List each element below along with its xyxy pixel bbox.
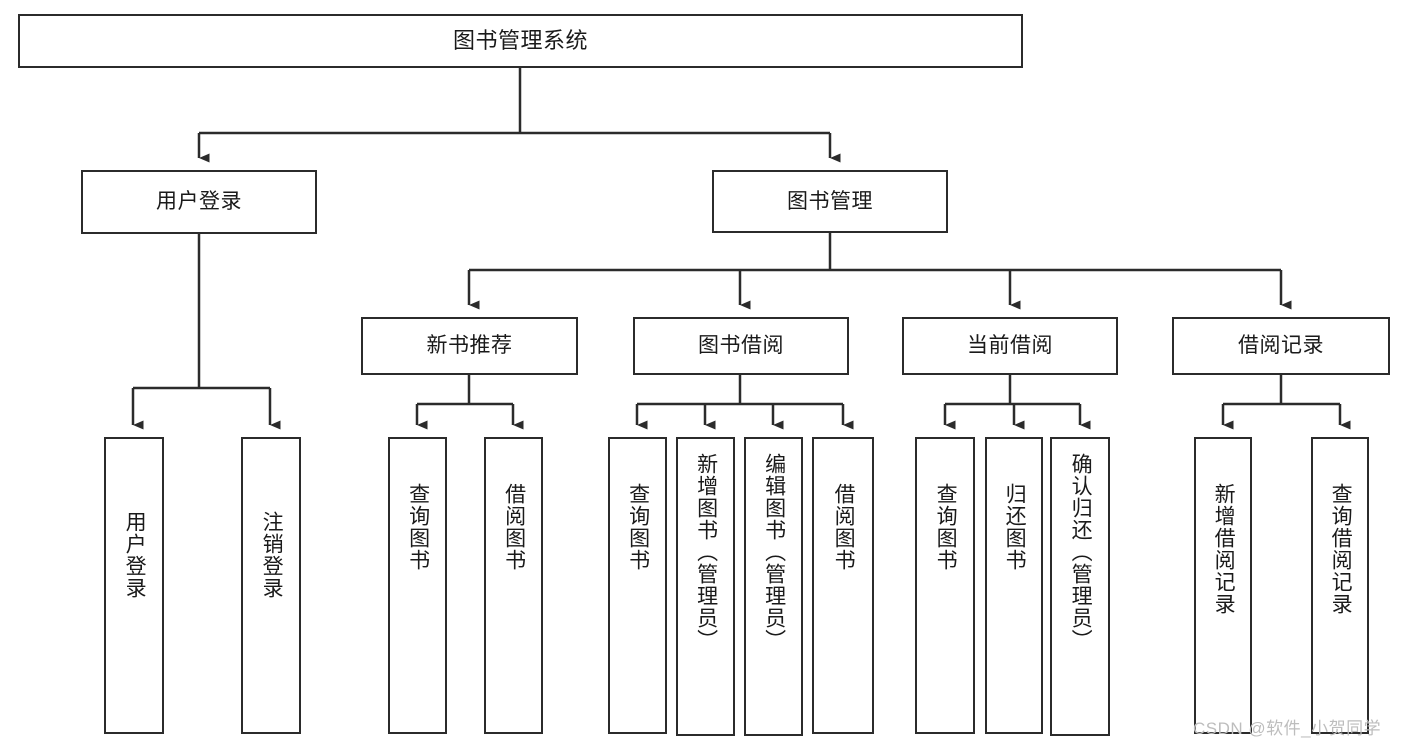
node-borrow-records[interactable]: 借阅记录 (1172, 317, 1390, 375)
node-label: 查询图书 (406, 483, 430, 571)
node-book-management[interactable]: 图书管理 (712, 170, 948, 233)
node-label: 确认归还（管理员） (1069, 453, 1093, 651)
node-label: 用户登录 (156, 190, 242, 214)
leaf-user-login[interactable]: 用户登录 (104, 437, 164, 734)
leaf-query-book-borrow[interactable]: 查询图书 (608, 437, 667, 734)
node-book-borrow[interactable]: 图书借阅 (633, 317, 849, 375)
node-current-borrow[interactable]: 当前借阅 (902, 317, 1118, 375)
node-label: 图书借阅 (698, 334, 784, 358)
csdn-watermark: CSDN @软件_小贺同学 (1193, 719, 1382, 738)
leaf-borrow-book-recommend[interactable]: 借阅图书 (484, 437, 543, 734)
node-label: 新增借阅记录 (1212, 483, 1236, 615)
leaf-query-book-recommend[interactable]: 查询图书 (388, 437, 447, 734)
node-label: 新书推荐 (426, 334, 513, 358)
node-label: 借阅图书 (832, 483, 856, 571)
node-label: 图书管理 (787, 189, 873, 213)
leaf-query-book-current[interactable]: 查询图书 (915, 437, 975, 734)
node-label: 编辑图书（管理员） (762, 453, 786, 651)
node-label: 借阅记录 (1238, 334, 1324, 358)
leaf-query-borrow-record[interactable]: 查询借阅记录 (1311, 437, 1369, 734)
node-label: 图书管理系统 (452, 27, 588, 53)
leaf-edit-book-admin[interactable]: 编辑图书（管理员） (744, 437, 803, 736)
node-label: 新增图书（管理员） (694, 453, 718, 651)
leaf-add-borrow-record[interactable]: 新增借阅记录 (1194, 437, 1252, 734)
leaf-return-book[interactable]: 归还图书 (985, 437, 1043, 734)
node-label: 查询图书 (934, 483, 958, 571)
node-label: 查询图书 (626, 483, 650, 571)
node-label: 借阅图书 (502, 483, 526, 571)
node-label: 归还图书 (1003, 483, 1027, 571)
node-label: 当前借阅 (967, 334, 1053, 358)
node-label: 用户登录 (123, 511, 147, 599)
leaf-logout[interactable]: 注销登录 (241, 437, 301, 734)
leaf-borrow-book[interactable]: 借阅图书 (812, 437, 874, 734)
leaf-add-book-admin[interactable]: 新增图书（管理员） (676, 437, 735, 736)
node-label: 查询借阅记录 (1329, 483, 1353, 615)
node-root-system[interactable]: 图书管理系统 (18, 14, 1023, 68)
node-user-login[interactable]: 用户登录 (81, 170, 317, 234)
node-label: 注销登录 (260, 511, 284, 599)
node-new-book-recommend[interactable]: 新书推荐 (361, 317, 578, 375)
leaf-confirm-return-admin[interactable]: 确认归还（管理员） (1050, 437, 1110, 736)
